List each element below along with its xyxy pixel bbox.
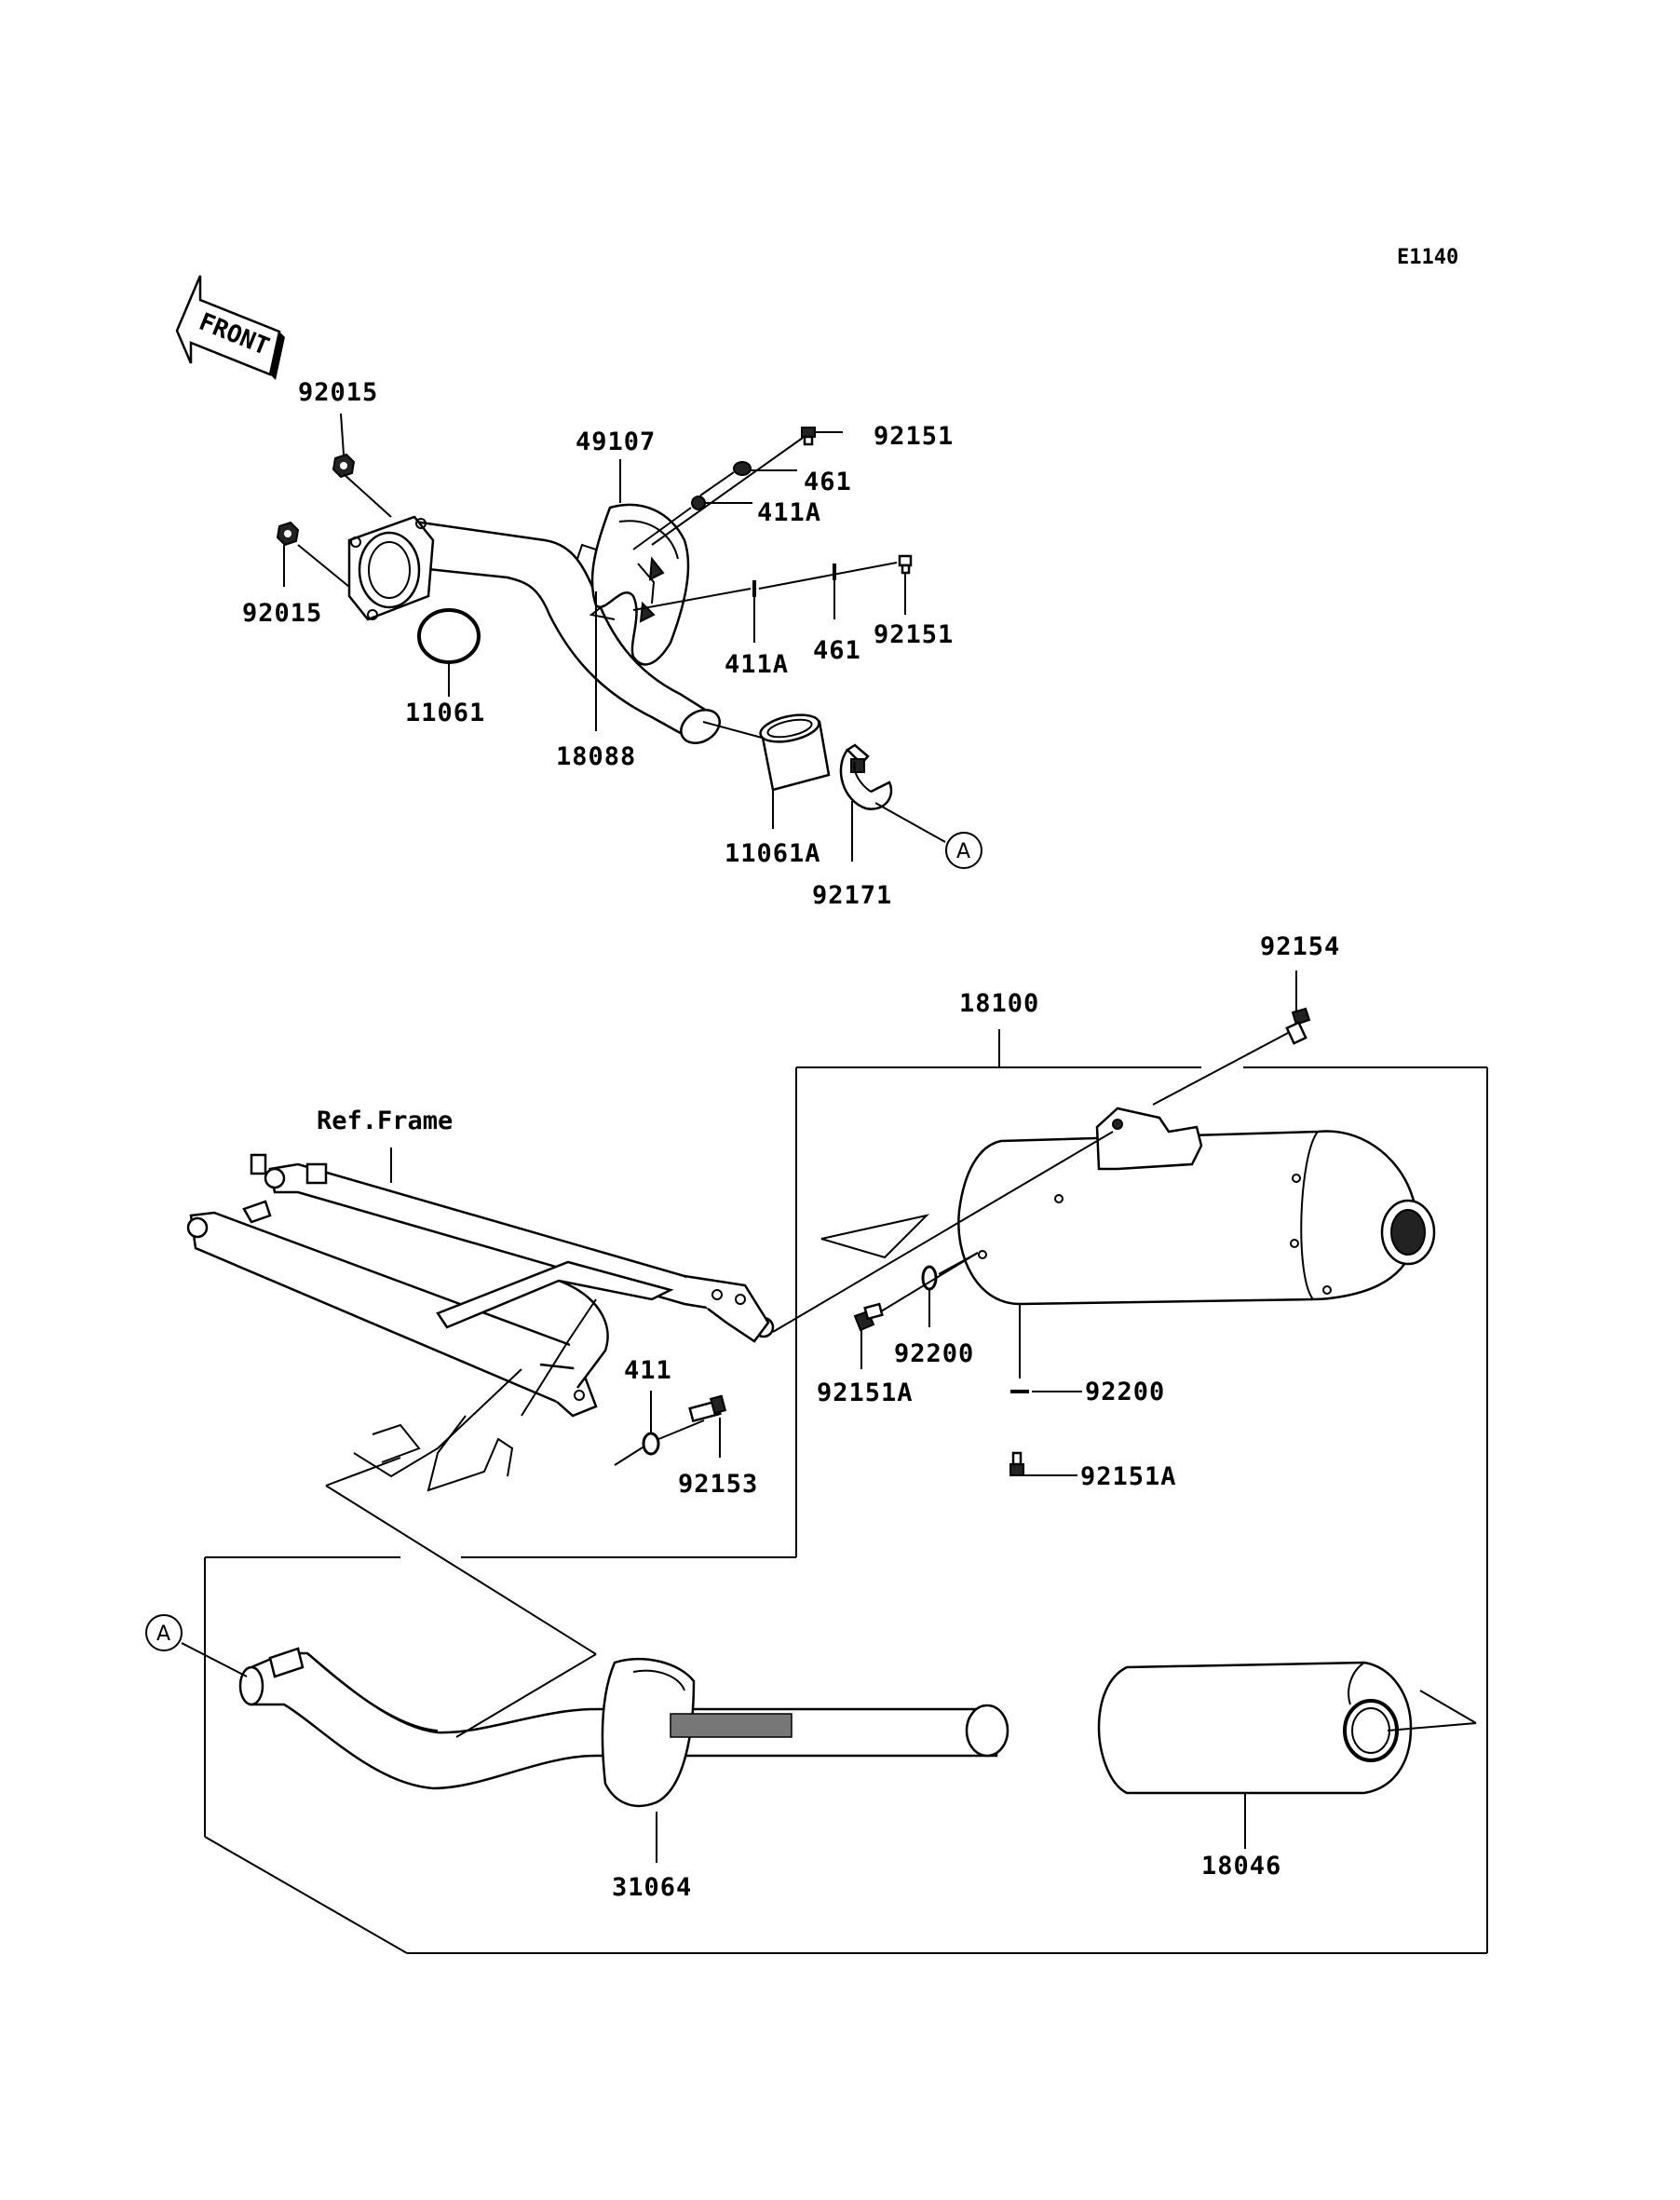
- gasket-11061: [417, 608, 481, 664]
- inner-pipe-31064: [238, 1647, 1009, 1808]
- bolt-92151a-upper-icon: [853, 1302, 884, 1332]
- muffler-18100: [820, 1107, 1436, 1306]
- label-92200-lower: 92200: [1085, 1378, 1165, 1406]
- reference-frame: [186, 1153, 775, 1492]
- leader-lines-lower: [181, 971, 1477, 1863]
- label-92015-top: 92015: [298, 378, 378, 407]
- label-461-top: 461: [804, 468, 852, 496]
- label-411a-top: 411A: [757, 498, 821, 527]
- sleeve-11061a: [759, 713, 831, 792]
- diagram-code: E1140: [1397, 246, 1458, 269]
- bolt-92151a-lower-icon: [1009, 1451, 1024, 1476]
- label-92151-mid: 92151: [874, 620, 954, 649]
- front-arrow-icon: FRONT: [175, 275, 285, 380]
- callout-a-upper-label: A: [956, 840, 970, 863]
- label-92171: 92171: [812, 881, 892, 910]
- assembly-box-18100: [204, 1029, 1488, 1954]
- label-ref-frame: Ref.Frame: [317, 1107, 453, 1135]
- label-31064: 31064: [612, 1873, 692, 1902]
- nut-92015-top-icon: [332, 453, 356, 479]
- bolt-92151-top-icon: [801, 427, 816, 446]
- label-92154: 92154: [1260, 932, 1340, 961]
- label-461-bot: 461: [813, 636, 861, 665]
- bolt-92153-icon: [688, 1394, 727, 1423]
- end-cap-18046: [1097, 1661, 1413, 1795]
- collar-461-top-icon: [733, 461, 752, 476]
- nut-92015-left-icon: [276, 521, 300, 547]
- bolt-92151-mid-icon: [898, 554, 913, 575]
- label-92151-top: 92151: [874, 422, 954, 451]
- washer-411-icon: [642, 1432, 660, 1456]
- callout-a-upper: A: [945, 832, 982, 869]
- label-411: 411: [624, 1356, 672, 1385]
- label-11061: 11061: [405, 699, 485, 727]
- label-18088: 18088: [556, 742, 636, 771]
- callout-a-lower: A: [145, 1614, 183, 1651]
- clamp-92171: [839, 743, 893, 810]
- exhaust-pipe-18088: [347, 515, 721, 744]
- label-92015-left: 92015: [242, 599, 322, 628]
- leader-lines-upper: [283, 413, 946, 862]
- label-49107: 49107: [576, 428, 656, 456]
- label-18100: 18100: [959, 989, 1039, 1018]
- label-92153: 92153: [678, 1470, 758, 1499]
- label-411a-bot: 411A: [725, 650, 789, 679]
- bolt-92154-icon: [1285, 1007, 1311, 1045]
- label-92151a-upper: 92151A: [817, 1378, 914, 1407]
- callout-a-lower-label: A: [156, 1623, 170, 1646]
- label-11061a: 11061A: [725, 839, 821, 868]
- label-92151a-lower: 92151A: [1080, 1462, 1177, 1491]
- label-18046: 18046: [1201, 1852, 1281, 1881]
- label-92200-upper: 92200: [894, 1339, 974, 1368]
